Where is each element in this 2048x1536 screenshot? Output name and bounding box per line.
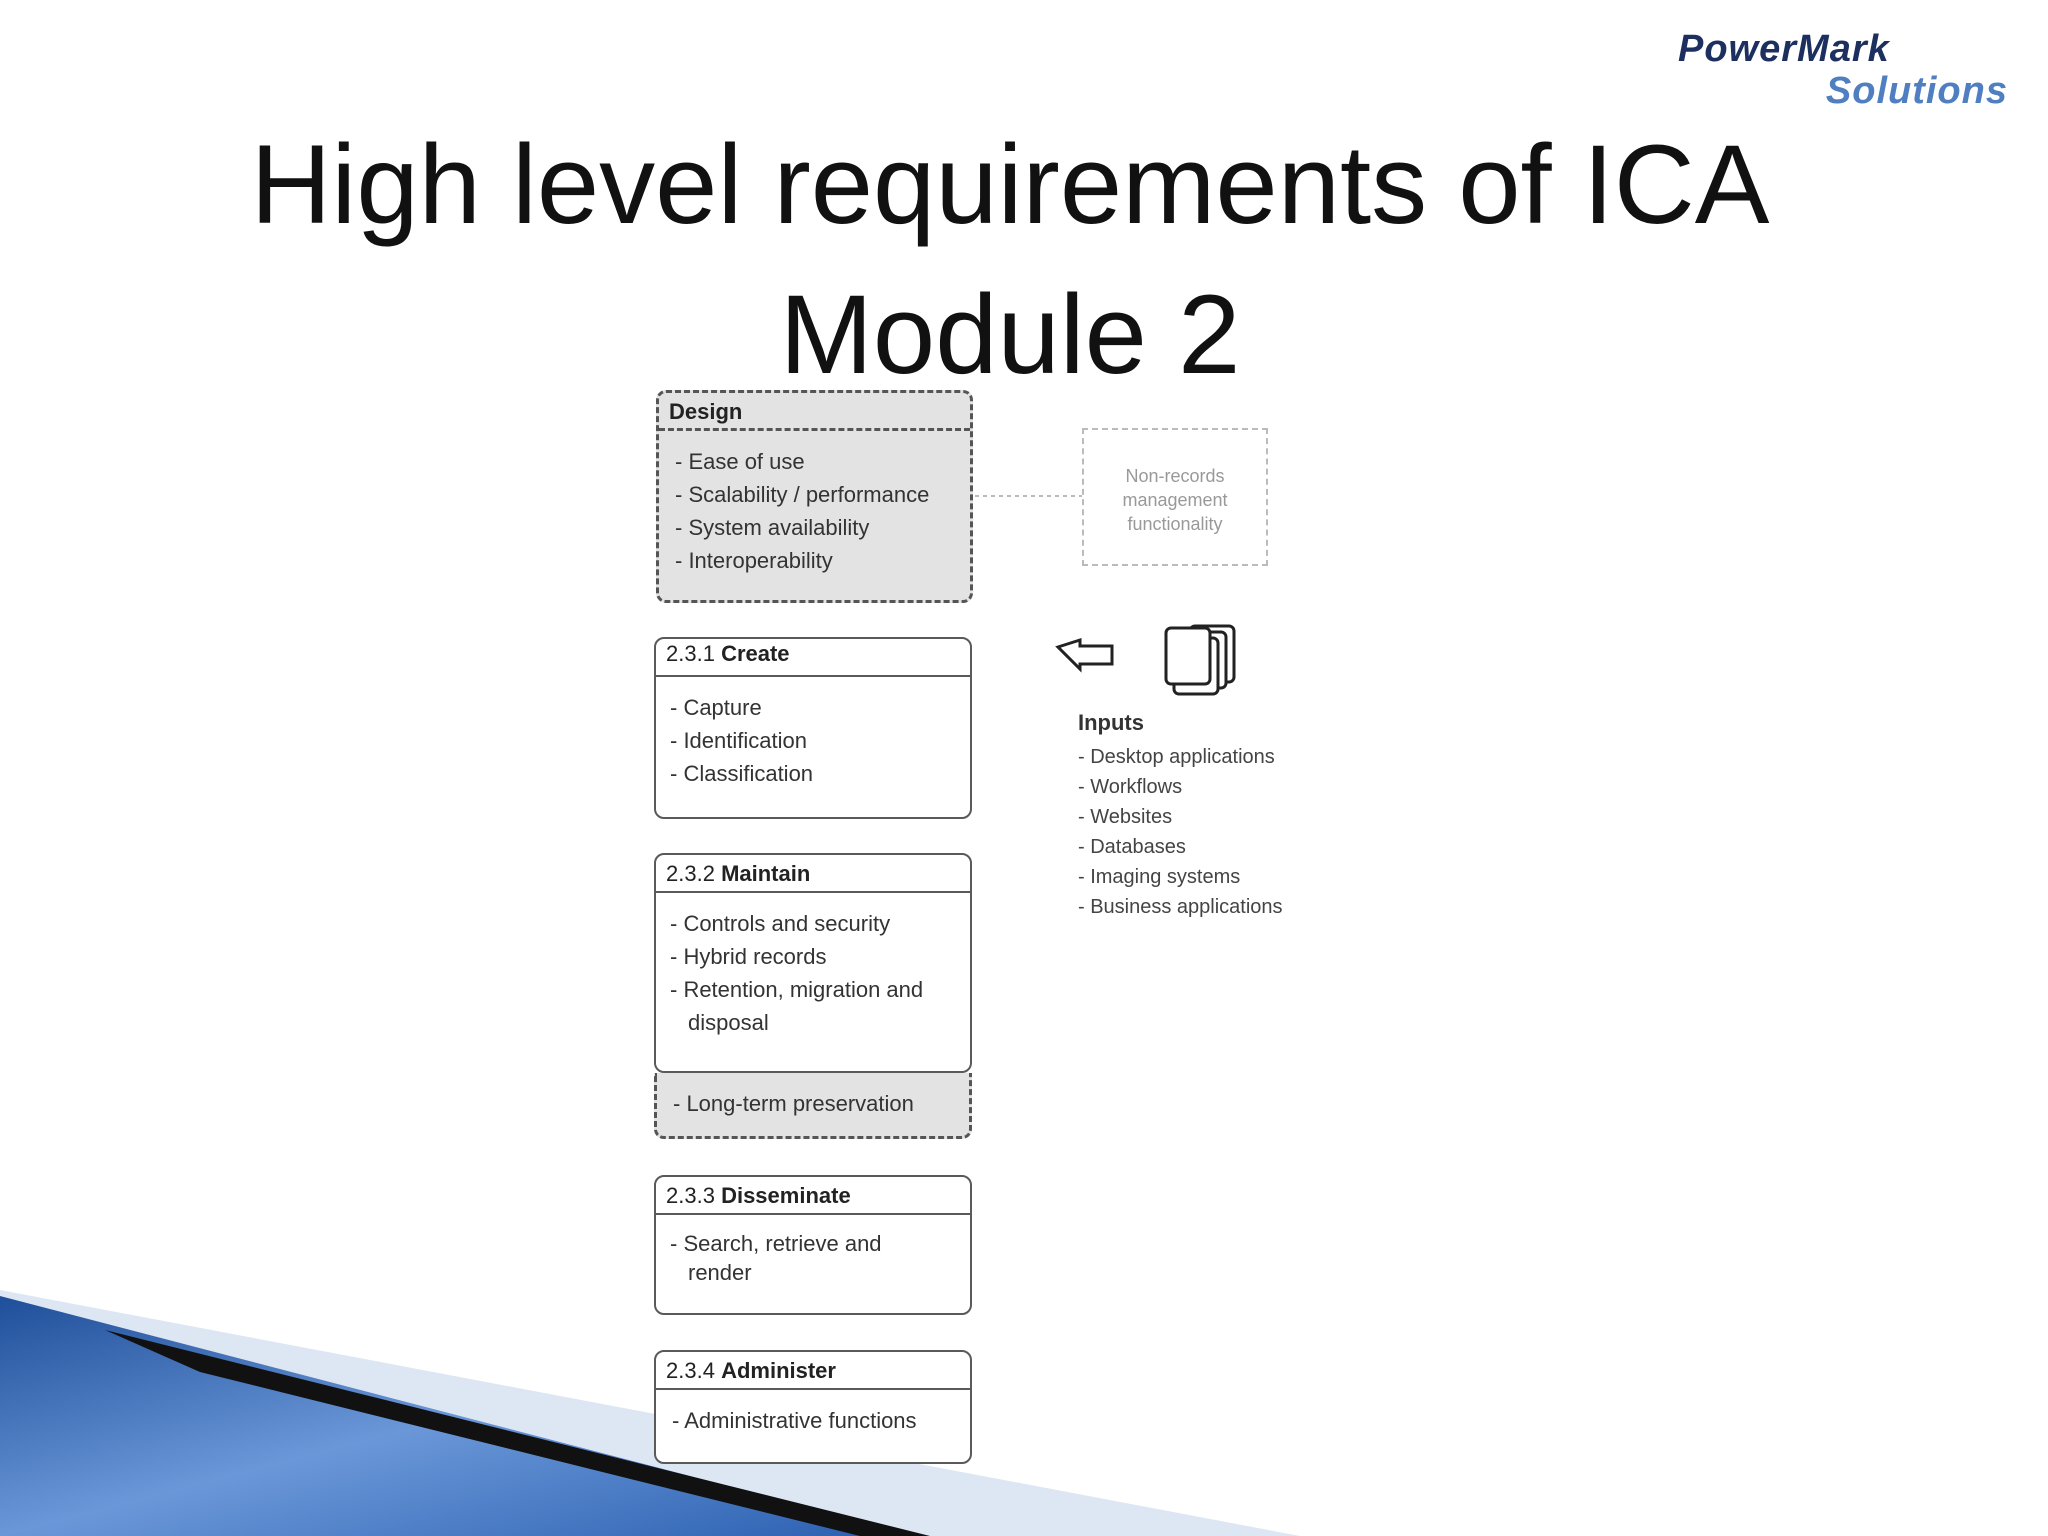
list-item: - Classification	[670, 761, 814, 786]
list-item: - Hybrid records	[670, 944, 827, 969]
preservation-box: - Long-term preservation	[654, 1073, 972, 1139]
powermark-logo: PowerMark Solutions	[1678, 28, 2008, 118]
create-name: Create	[721, 641, 790, 666]
create-items: - Capture - Identification - Classificat…	[656, 677, 970, 790]
list-item: - Administrative functions	[672, 1408, 917, 1433]
create-box: 2.3.1 Create - Capture - Identification …	[654, 637, 972, 819]
disseminate-number: 2.3.3	[666, 1183, 715, 1208]
list-item: - Websites	[1078, 806, 1173, 828]
administer-name: Administer	[721, 1358, 836, 1383]
list-item: render	[688, 1260, 752, 1285]
non-records-line-2: management	[1122, 490, 1228, 510]
non-records-box: Non-records management functionality	[1082, 428, 1268, 566]
administer-header: 2.3.4 Administer	[656, 1352, 970, 1390]
inputs-header: Inputs	[1078, 710, 1144, 735]
disseminate-name: Disseminate	[721, 1183, 851, 1208]
administer-items: - Administrative functions	[656, 1390, 970, 1437]
slide-title-line-2: Module 2	[779, 272, 1241, 397]
logo-line-1: PowerMark	[1678, 28, 1890, 70]
administer-box: 2.3.4 Administer - Administrative functi…	[654, 1350, 972, 1464]
maintain-number: 2.3.2	[666, 861, 715, 886]
list-item: - Identification	[670, 728, 807, 753]
maintain-name: Maintain	[721, 861, 811, 886]
list-item: - Imaging systems	[1078, 866, 1241, 888]
list-item: - Interoperability	[675, 548, 833, 573]
list-item: - Retention, migration and	[670, 977, 924, 1002]
inputs-list: - Desktop applications - Workflows - Web…	[1078, 742, 1283, 922]
list-item: disposal	[688, 1010, 769, 1035]
design-items: - Ease of use - Scalability / performanc…	[659, 431, 970, 577]
disseminate-items: - Search, retrieve and render	[656, 1215, 970, 1287]
create-number: 2.3.1	[666, 641, 715, 666]
design-header: Design	[659, 393, 970, 431]
maintain-header: 2.3.2 Maintain	[656, 855, 970, 893]
swoosh-black-band	[105, 1330, 930, 1536]
logo-line-2: Solutions	[1825, 70, 2008, 112]
list-item: - Databases	[1078, 836, 1186, 858]
non-records-line-1: Non-records	[1125, 466, 1225, 486]
preservation-items: - Long-term preservation	[657, 1073, 969, 1120]
swoosh-blue-band	[0, 1296, 920, 1536]
list-item: - Desktop applications	[1078, 746, 1275, 768]
list-item: - System availability	[675, 515, 870, 540]
administer-number: 2.3.4	[666, 1358, 715, 1383]
slide-title: High level requirements of ICA Module 2	[0, 110, 2020, 410]
list-item: - Search, retrieve and	[670, 1231, 882, 1256]
list-item: - Workflows	[1078, 776, 1183, 798]
documents-stack-icon	[1164, 624, 1236, 696]
create-header: 2.3.1 Create	[656, 639, 970, 677]
design-box: Design - Ease of use - Scalability / per…	[656, 390, 973, 603]
disseminate-header: 2.3.3 Disseminate	[656, 1177, 970, 1215]
list-item: - Scalability / performance	[675, 482, 930, 507]
list-item: - Capture	[670, 695, 762, 720]
slide-title-line-1: High level requirements of ICA	[250, 122, 1770, 247]
disseminate-box: 2.3.3 Disseminate - Search, retrieve and…	[654, 1175, 972, 1315]
list-item: - Long-term preservation	[673, 1091, 914, 1116]
maintain-box: 2.3.2 Maintain - Controls and security -…	[654, 853, 972, 1073]
list-item: - Business applications	[1078, 896, 1283, 918]
list-item: - Ease of use	[675, 449, 805, 474]
maintain-items: - Controls and security - Hybrid records…	[656, 893, 970, 1039]
arrow-left-icon	[1055, 637, 1114, 673]
list-item: - Controls and security	[670, 911, 891, 936]
non-records-line-3: functionality	[1127, 514, 1223, 534]
